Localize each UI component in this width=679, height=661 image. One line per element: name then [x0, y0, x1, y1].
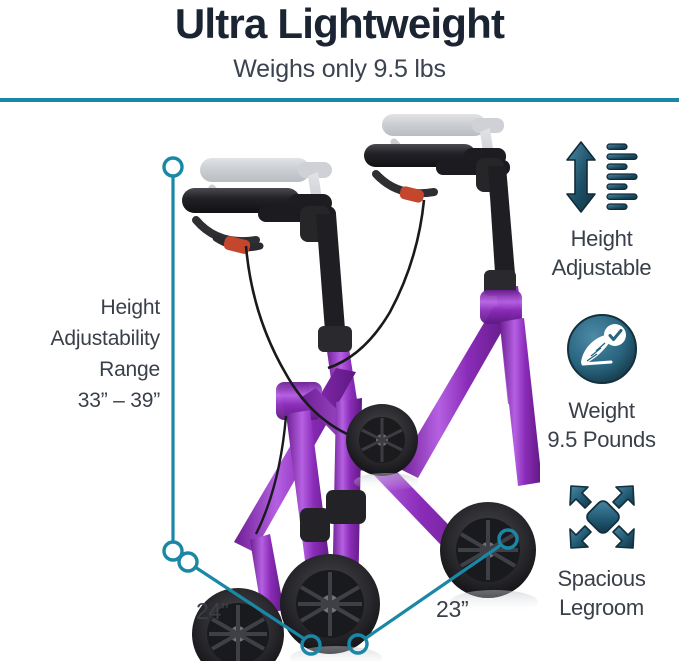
height-range-line-3: Range	[99, 358, 160, 381]
feature-spacious-legroom: Spacious Legroom	[524, 478, 679, 622]
wheel-rear-far	[346, 404, 418, 491]
height-range-line-1: Height	[100, 296, 160, 319]
feature-spacious-legroom-line-1: Spacious	[557, 566, 646, 591]
expand-arrows-icon	[524, 478, 679, 556]
height-range-line-2: Adjustability	[50, 327, 161, 350]
feature-column: Height Adjustable	[524, 130, 679, 661]
height-range-text: Height Adjustability Range 33” – 39”	[0, 292, 161, 416]
height-range-value: 33” – 39”	[77, 389, 160, 412]
feature-spacious-legroom-line-2: Legroom	[559, 595, 644, 620]
header: Ultra Lightweight Weighs only 9.5 lbs	[0, 0, 679, 100]
feature-height-adjustable: Height Adjustable	[524, 138, 679, 282]
feature-height-adjustable-line-1: Height	[570, 226, 633, 251]
product-photo	[150, 110, 540, 661]
right-handle	[364, 144, 510, 203]
left-handle	[182, 188, 336, 254]
page-subtitle: Weighs only 9.5 lbs	[233, 55, 446, 83]
feature-height-adjustable-label: Height Adjustable	[524, 224, 679, 282]
header-divider	[0, 98, 679, 102]
wheel-front-center	[280, 554, 382, 661]
feature-weight-line-1: Weight	[568, 398, 635, 423]
feather-weight-icon	[524, 310, 679, 388]
height-adjust-arrow-icon	[524, 138, 679, 216]
feature-spacious-legroom-label: Spacious Legroom	[524, 564, 679, 622]
feature-weight: Weight 9.5 Pounds	[524, 310, 679, 454]
ghost-handles	[200, 114, 504, 242]
page-title: Ultra Lightweight	[174, 0, 505, 47]
feature-height-adjustable-line-2: Adjustable	[551, 255, 652, 280]
feature-weight-label: Weight 9.5 Pounds	[524, 396, 679, 454]
feature-weight-line-2: 9.5 Pounds	[547, 427, 656, 452]
